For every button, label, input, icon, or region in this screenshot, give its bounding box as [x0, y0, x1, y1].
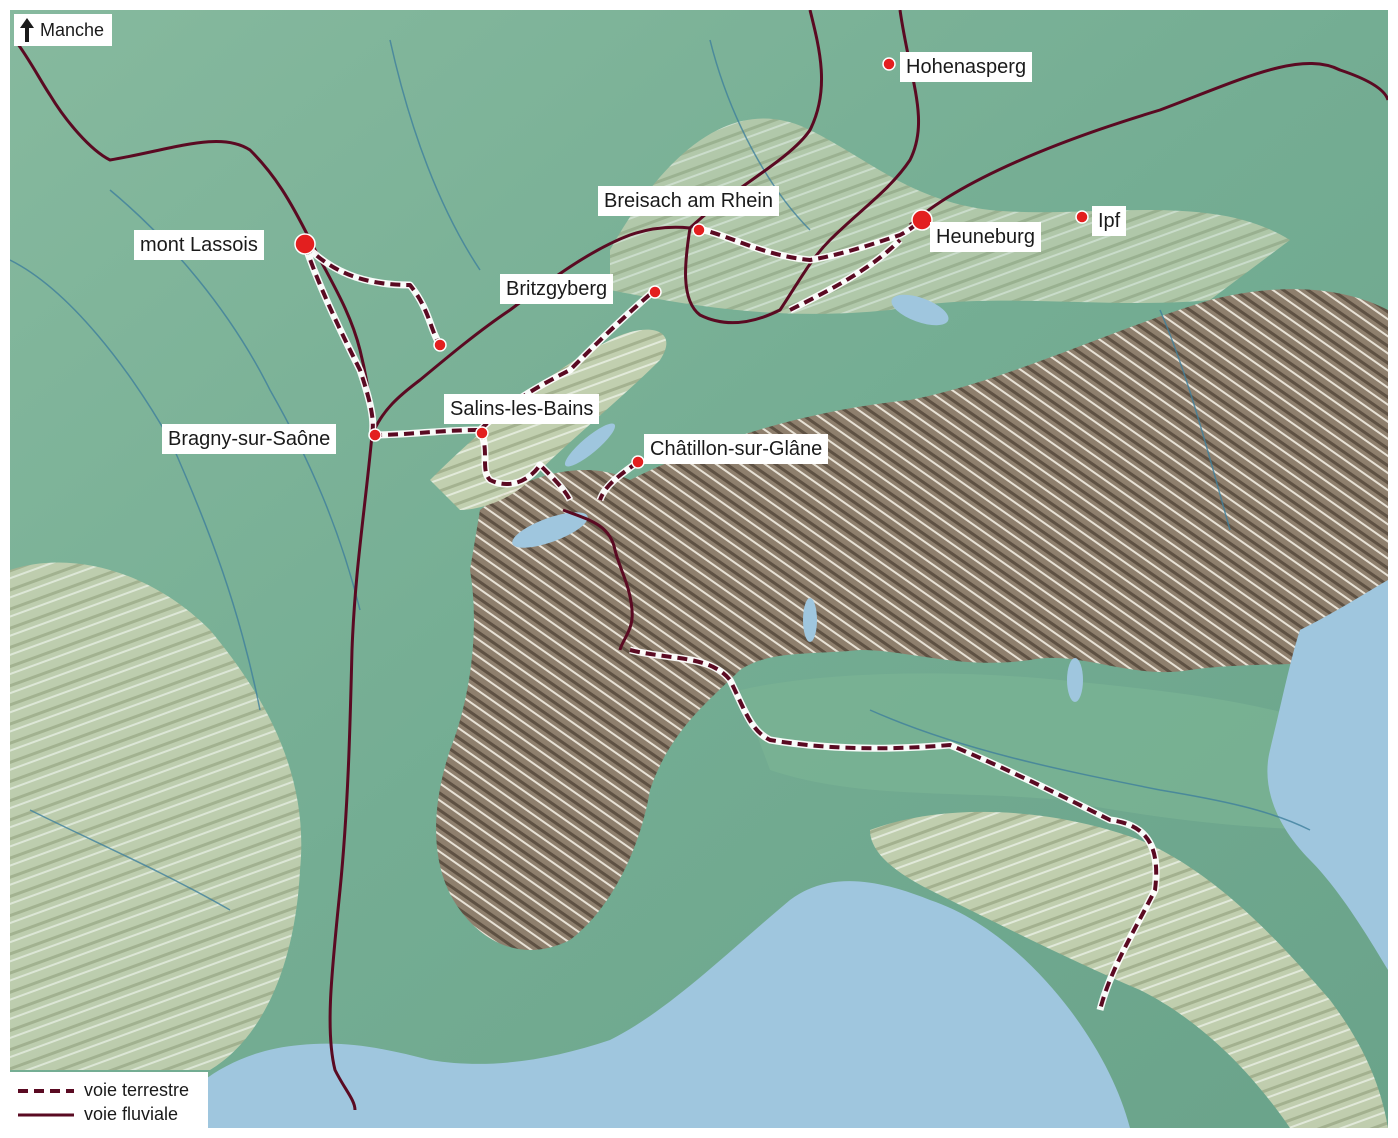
site-marker-chatillon [631, 455, 645, 469]
legend-river-route-label: voie fluviale [84, 1104, 179, 1124]
dashed-line-icon [18, 1088, 74, 1093]
po-plain [740, 673, 1340, 830]
label-britzgyberg: Britzgyberg [500, 274, 614, 304]
map-legend: voie terrestre voie fluviale [10, 1072, 208, 1128]
legend-river-route: voie fluviale [18, 1104, 178, 1125]
label-chatillon: Châtillon-sur-Glâne [644, 434, 829, 464]
lake-neuchatel [564, 423, 616, 467]
north-arrow-icon [20, 18, 34, 42]
site-marker-ipf [1075, 210, 1089, 224]
mediterranean-sea [160, 881, 1130, 1128]
label-ipf: Ipf [1092, 206, 1127, 236]
lake-garda [1067, 658, 1083, 702]
site-marker-breisach [692, 223, 706, 237]
river-routes [13, 10, 1388, 1111]
site-marker-heuneburg [911, 209, 933, 231]
apennines-relief [870, 811, 1388, 1128]
lake-maggiore [803, 598, 817, 642]
site-marker-bragny [368, 428, 382, 442]
site-marker-confluence [433, 338, 447, 352]
label-breisach: Breisach am Rhein [598, 186, 779, 216]
massif-central-relief [10, 562, 302, 1070]
label-heuneburg: Heuneburg [930, 222, 1041, 252]
lake-geneva [512, 512, 588, 548]
site-markers [294, 57, 1089, 469]
relief-map [10, 10, 1388, 1128]
legend-land-route-label: voie terrestre [84, 1080, 190, 1100]
north-label: Manche [40, 19, 105, 40]
northern-hills-relief [610, 118, 1290, 314]
site-marker-mont-lassois [294, 233, 316, 255]
site-marker-hohenasperg [882, 57, 896, 71]
alps-relief [436, 289, 1388, 951]
label-hohenasperg: Hohenasperg [900, 52, 1033, 82]
land-routes [301, 217, 1160, 1011]
label-bragny: Bragny-sur-Saône [162, 424, 337, 454]
label-salins: Salins-les-Bains [444, 394, 600, 424]
label-mont-lassois: mont Lassois [134, 230, 264, 260]
adriatic-sea [1267, 580, 1388, 970]
north-indicator: Manche [14, 14, 113, 46]
solid-line-icon [18, 1113, 74, 1116]
site-marker-britzgyberg [648, 285, 662, 299]
lake-constance [891, 294, 949, 326]
site-marker-salins [475, 426, 489, 440]
legend-land-route: voie terrestre [18, 1080, 189, 1101]
